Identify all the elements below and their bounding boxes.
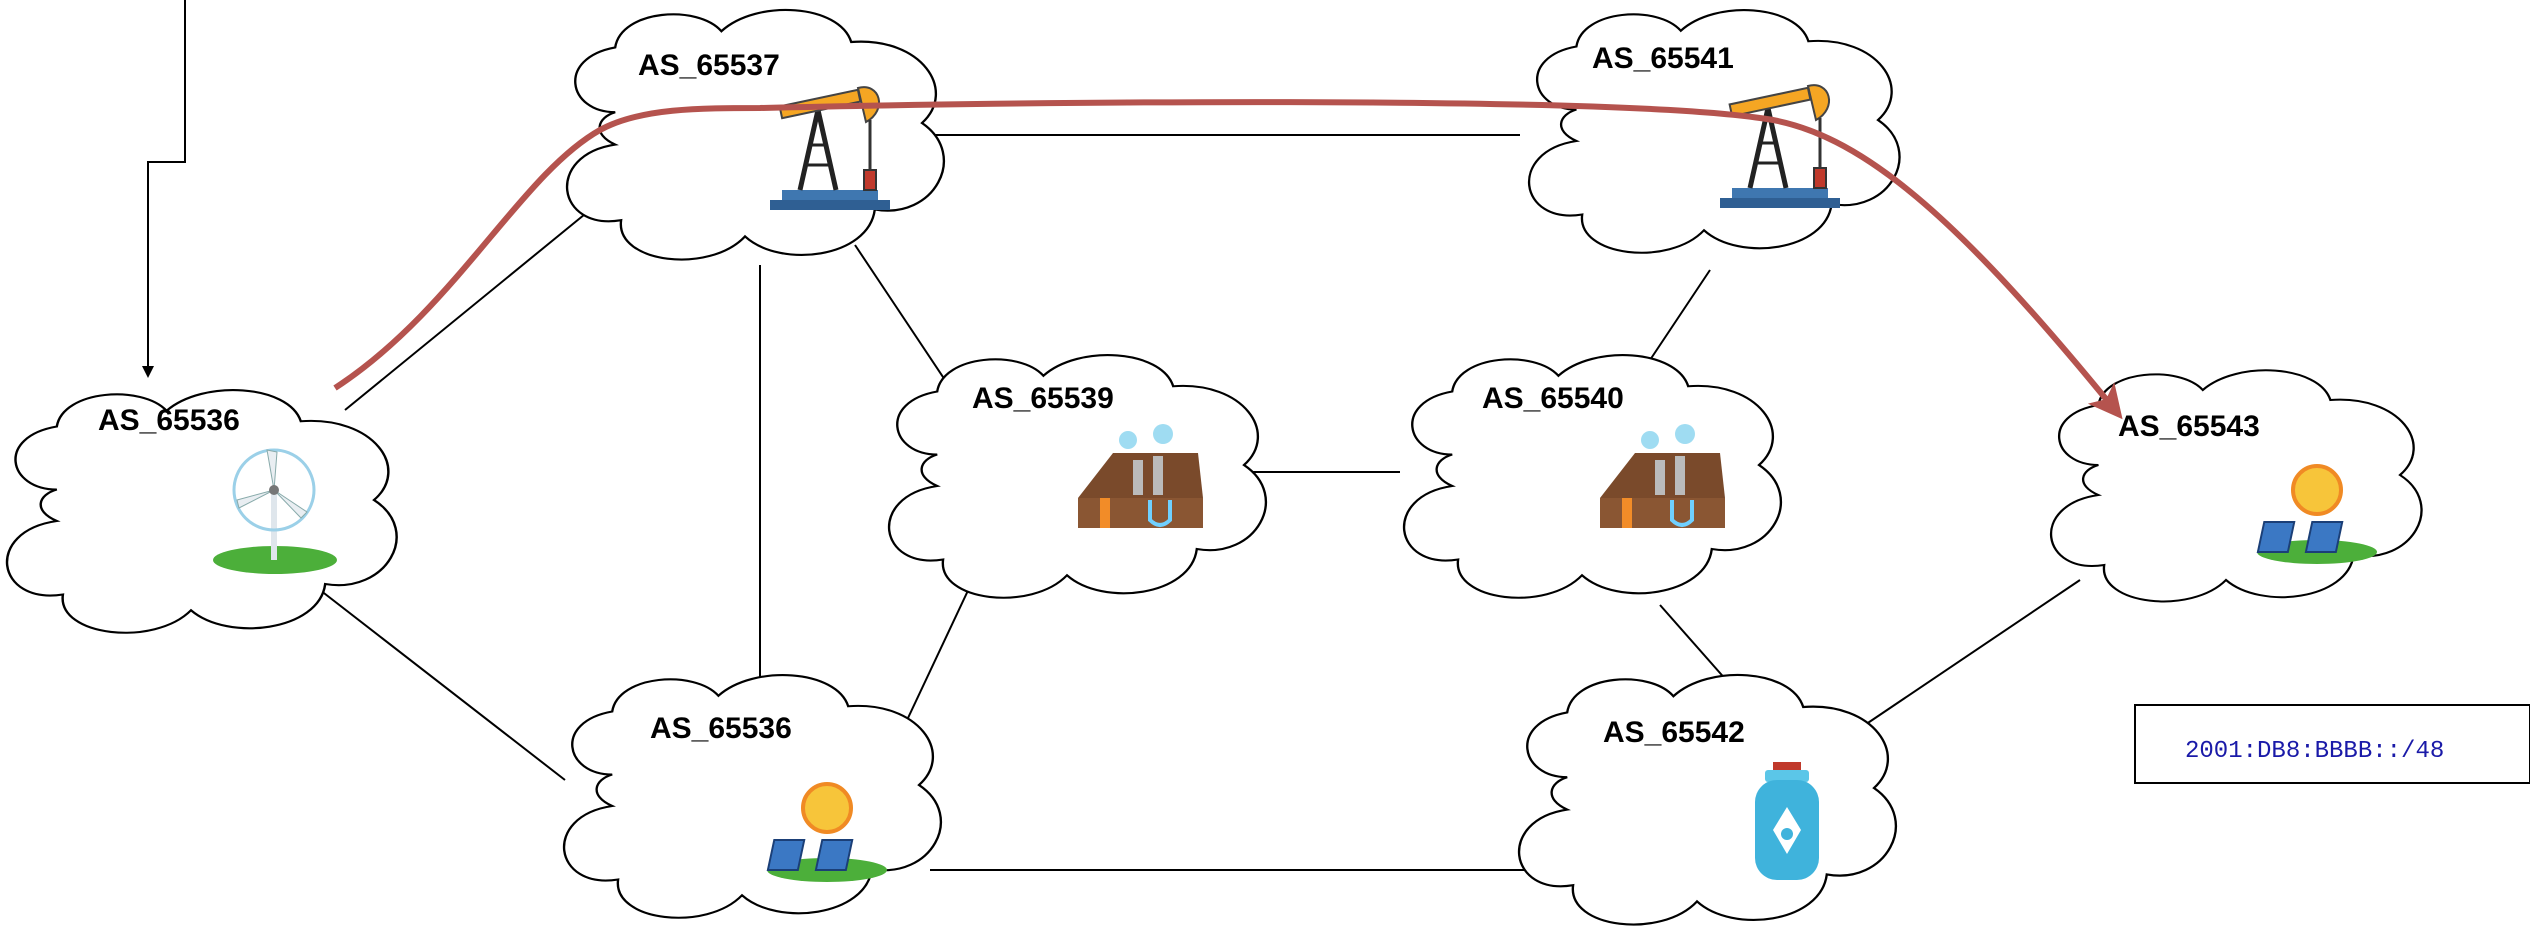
as-label: AS_65537 bbox=[638, 49, 780, 82]
route-arrow bbox=[333, 99, 2123, 420]
link-65536-65537 bbox=[344, 209, 591, 411]
geothermal-plant-icon bbox=[1078, 424, 1203, 528]
wind-turbine-icon bbox=[213, 448, 337, 574]
as-node-4[interactable]: AS_65539 bbox=[887, 353, 1268, 599]
as-label: AS_65542 bbox=[1603, 716, 1745, 749]
geothermal-plant-icon bbox=[1600, 424, 1725, 528]
prefix-box: 2001:DB8:BBBB::/48 bbox=[2134, 704, 2530, 784]
as-label: AS_65536 bbox=[98, 404, 240, 437]
links bbox=[319, 134, 2081, 871]
as-label: AS_65541 bbox=[1592, 42, 1734, 75]
as-label: AS_65536 bbox=[650, 712, 792, 745]
as-node-8[interactable]: AS_65543 bbox=[2049, 369, 2423, 603]
as-label: AS_65539 bbox=[972, 382, 1114, 415]
link-65537-65539 bbox=[854, 244, 956, 396]
link-65536-65536b bbox=[319, 589, 566, 781]
solar-panel-icon bbox=[766, 782, 887, 882]
as-node-6[interactable]: AS_65541 bbox=[1527, 8, 1901, 254]
as-node-7[interactable]: AS_65542 bbox=[1517, 673, 1898, 926]
as-node-5[interactable]: AS_65540 bbox=[1402, 353, 1783, 599]
prefix-label: 2001:DB8:BBBB::/48 bbox=[2185, 738, 2444, 765]
incoming-arrow bbox=[142, 0, 186, 378]
link-65542-65543 bbox=[1849, 579, 2081, 736]
as-label: AS_65543 bbox=[2118, 410, 2260, 443]
as-node-3[interactable]: AS_65536 bbox=[562, 673, 943, 919]
solar-panel-icon bbox=[2256, 464, 2377, 564]
as-node-2[interactable]: AS_65537 bbox=[565, 8, 946, 261]
as-label: AS_65540 bbox=[1482, 382, 1624, 415]
as-node-1[interactable]: AS_65536 bbox=[5, 388, 398, 634]
link-65539-65536b bbox=[899, 564, 981, 736]
oil-pump-icon bbox=[1720, 84, 1840, 208]
gas-cylinder-icon bbox=[1755, 762, 1819, 880]
